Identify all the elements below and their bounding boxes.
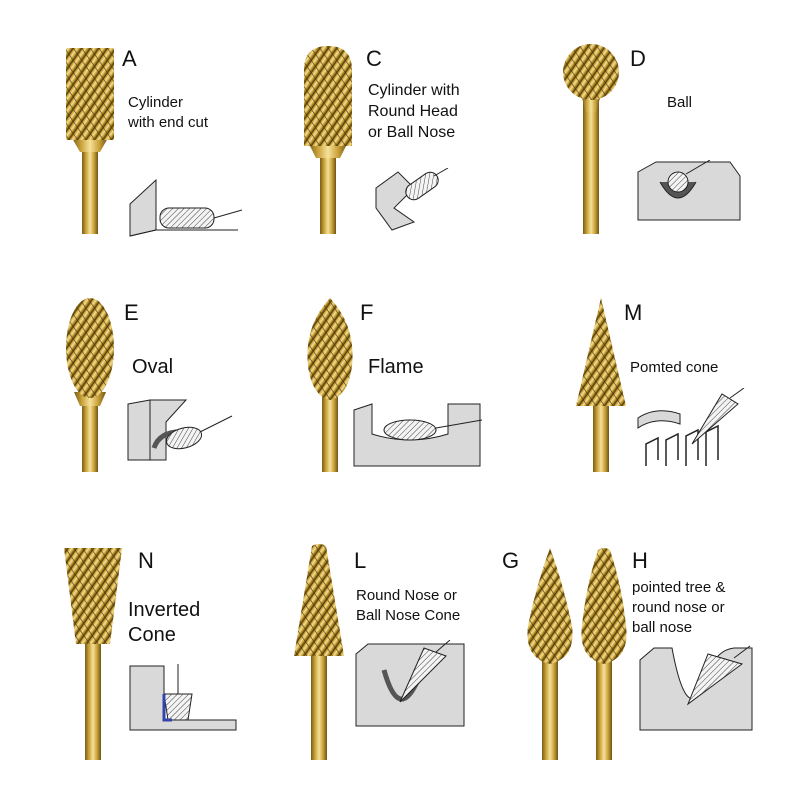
- burr-item-e: E Oval: [0, 270, 260, 500]
- shape-description: pointed tree & round nose or ball nose: [632, 579, 726, 636]
- shape-letter: F: [360, 300, 374, 325]
- usage-sketch: [129, 178, 243, 237]
- shape-description: Oval: [132, 356, 174, 378]
- usage-sketch: [127, 399, 233, 461]
- shape-letter: D: [630, 46, 646, 71]
- ball-burr-image: [563, 44, 619, 234]
- shape-description: Round Nose or Ball Nose Cone: [356, 587, 461, 624]
- burr-item-l: L Round Nose or Ball Nose Cone: [260, 510, 520, 790]
- shape-letter: L: [354, 548, 367, 573]
- shape-description: Flame: [368, 356, 424, 378]
- shape-letter: M: [624, 300, 643, 325]
- cylinder-round-head-burr-image: [304, 46, 352, 234]
- shape-letter: N: [138, 548, 154, 573]
- usage-sketch: [637, 388, 745, 466]
- pointed-cone-burr-image: [576, 298, 626, 472]
- usage-sketch: [637, 160, 741, 221]
- shape-letter: G: [502, 548, 520, 573]
- usage-sketch: [639, 645, 753, 731]
- burr-item-c: C Cylinder with Round Head or Ball Nose: [260, 0, 530, 260]
- shape-letter: C: [366, 46, 382, 71]
- shape-description: Inverted Cone: [128, 599, 201, 646]
- shape-letter: E: [124, 300, 139, 325]
- shape-description: Cylinder with end cut: [128, 94, 209, 131]
- tree-round-nose-burr-image: [581, 548, 627, 760]
- inverted-cone-burr-image: [64, 548, 122, 760]
- shape-description: Pomted cone: [630, 359, 719, 376]
- usage-sketch: [355, 640, 465, 727]
- shape-description: Cylinder with Round Head or Ball Nose: [368, 82, 460, 141]
- burr-item-d: D Ball: [530, 0, 800, 260]
- usage-sketch: [129, 664, 237, 731]
- shape-description: Ball: [667, 94, 693, 111]
- burr-item-g-h: G H pointed tree & round nose or ball no…: [500, 510, 800, 790]
- ball-nose-cone-burr-image: [294, 544, 344, 760]
- shape-letter: A: [122, 46, 137, 71]
- oval-burr-image: [66, 298, 114, 472]
- flame-burr-image: [307, 298, 353, 472]
- burr-item-n: N Inverted Cone: [0, 510, 260, 790]
- pointed-tree-burr-image: [527, 548, 573, 760]
- cylinder-end-cut-burr-image: [66, 48, 114, 234]
- burr-item-m: M Pomted cone: [530, 270, 800, 500]
- shape-letter: H: [632, 548, 648, 573]
- burr-item-f: F Flame: [260, 270, 530, 500]
- usage-sketch: [353, 403, 483, 467]
- burr-item-a: A Cylinder with end cut: [0, 0, 260, 260]
- usage-sketch: [375, 168, 449, 231]
